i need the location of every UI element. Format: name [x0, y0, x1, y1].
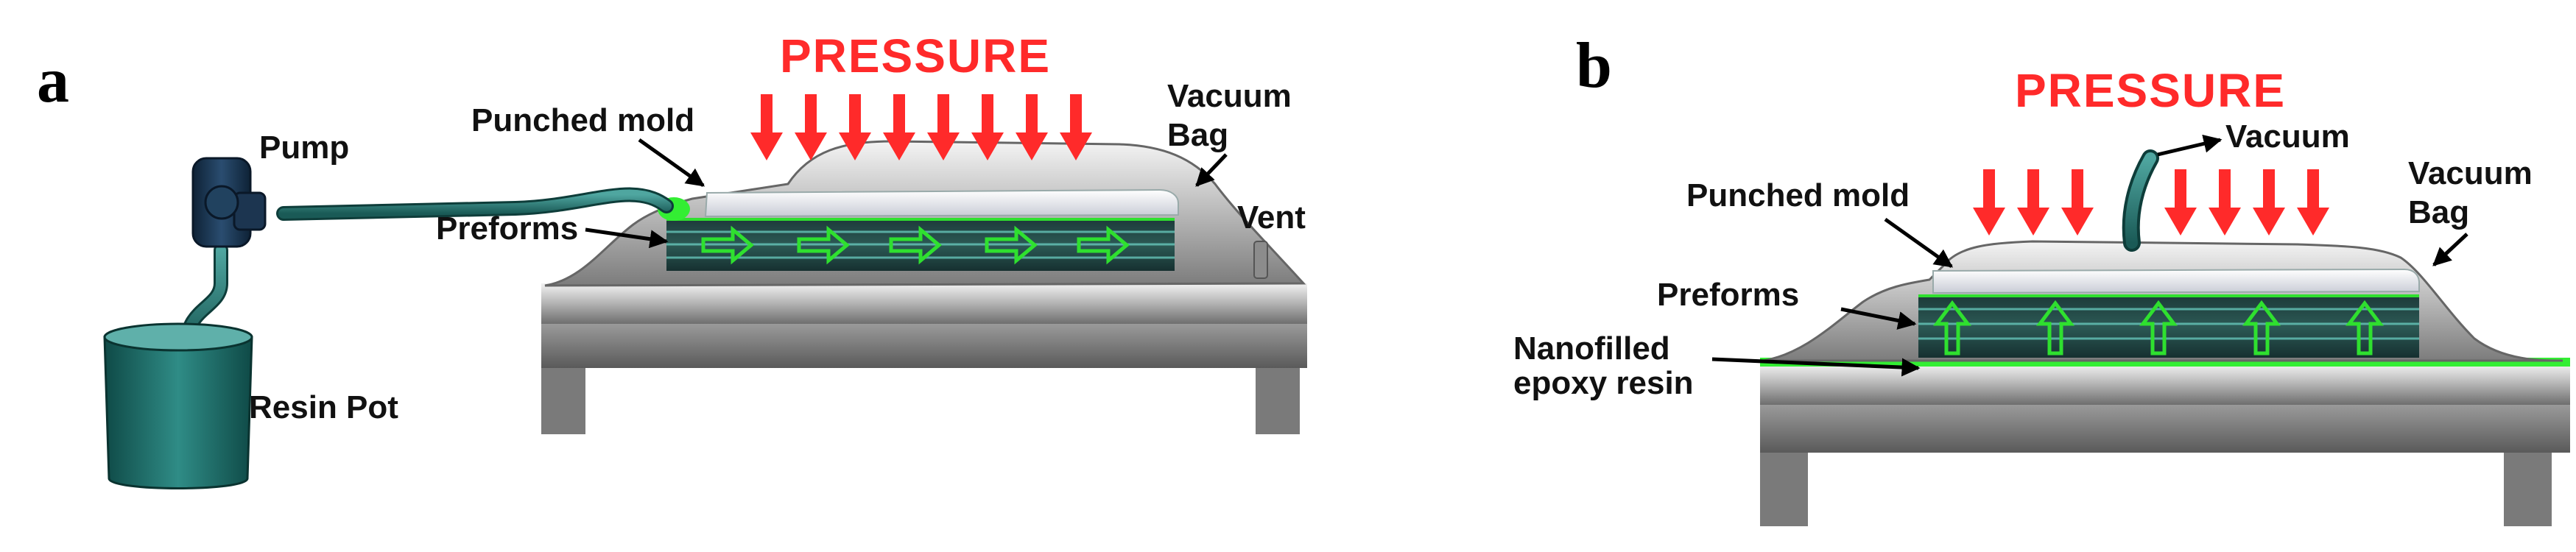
flow-arrow-icon — [889, 225, 942, 265]
panel-a-resin-pot-label: Resin Pot — [249, 389, 398, 425]
resin-pot-icon — [103, 322, 253, 489]
pressure-arrow-icon — [1016, 94, 1048, 160]
panel-b-vacuum-label: Vacuum — [2225, 118, 2350, 155]
flow-arrow-icon — [985, 225, 1038, 265]
panel-b-bench — [1760, 364, 2570, 526]
pressure-arrow-icon — [2209, 169, 2241, 236]
arrow-icon — [1711, 357, 1921, 377]
panel-b-preform-stack — [1918, 296, 2419, 358]
panel-a-bench — [541, 283, 1307, 434]
panel-a-pressure-label: PRESSURE — [780, 29, 1051, 82]
pressure-arrow-icon — [2253, 169, 2285, 236]
panel-b-vacuum-tube — [2125, 152, 2156, 249]
panel-a-vacuum-bag-label-1: Vacuum — [1167, 78, 1292, 114]
arrow-icon — [1195, 153, 1228, 187]
arrow-icon — [638, 138, 705, 188]
flow-arrow-icon — [1933, 300, 1971, 355]
panel-a-letter: a — [37, 45, 69, 116]
panel-b: b — [1513, 30, 2570, 526]
arrow-icon — [1840, 307, 1917, 330]
pressure-arrow-icon — [1973, 169, 2005, 236]
panel-b-vacuum-bag-label-1: Vacuum — [2408, 155, 2533, 191]
panel-b-pressure-label: PRESSURE — [2015, 64, 2286, 117]
panel-a-vacuum-bag-label-2: Bag — [1167, 117, 1228, 153]
panel-a-punched-mold-label: Punched mold — [471, 102, 694, 138]
pressure-arrow-icon — [2297, 169, 2329, 236]
panel-a-resin-tube — [278, 189, 672, 219]
pressure-arrow-icon — [883, 94, 915, 160]
flow-arrow-icon — [701, 225, 754, 265]
pressure-arrow-icon — [971, 94, 1004, 160]
panel-b-punched-mold-label: Punched mold — [1686, 177, 1910, 213]
panel-b-pressure-arrows — [1973, 169, 2329, 236]
pressure-arrow-icon — [2061, 169, 2094, 236]
pressure-arrow-icon — [2164, 169, 2197, 236]
arrow-icon — [2432, 233, 2468, 266]
panel-a-vent-label: Vent — [1237, 199, 1306, 236]
panel-a-pump-label: Pump — [259, 130, 349, 166]
arrow-icon — [1884, 217, 1954, 269]
arrow-icon — [2157, 134, 2223, 157]
panel-b-letter: b — [1576, 30, 1612, 102]
pressure-arrow-icon — [750, 94, 783, 160]
flow-arrow-icon — [2242, 300, 2281, 355]
panel-b-preforms-label: Preforms — [1657, 277, 1799, 313]
panel-b-nanofilled-label-1: Nanofilled — [1513, 330, 1670, 367]
vent-icon — [1253, 241, 1268, 279]
panel-a-flow-arrows — [701, 225, 1130, 265]
flow-arrow-icon — [797, 225, 850, 265]
panel-a-punched-mold — [704, 188, 1179, 218]
pressure-arrow-icon — [2017, 169, 2049, 236]
pressure-arrow-icon — [1060, 94, 1092, 160]
flow-arrow-icon — [2139, 300, 2178, 355]
pressure-arrow-icon — [795, 94, 827, 160]
pressure-arrow-icon — [927, 94, 960, 160]
panel-b-flow-arrows — [1933, 300, 2384, 355]
panel-b-vacuum-bag-label-2: Bag — [2408, 194, 2469, 230]
flow-arrow-icon — [2036, 300, 2074, 355]
panel-a-preforms-label: Preforms — [436, 210, 578, 247]
panel-b-punched-mold — [1932, 268, 2420, 294]
pressure-arrow-icon — [839, 94, 871, 160]
panel-a-pressure-arrows — [750, 94, 1092, 160]
pump-icon — [191, 157, 267, 248]
panel-b-nanofilled-label-2: epoxy resin — [1513, 365, 1694, 401]
flow-arrow-icon — [2346, 300, 2384, 355]
panel-a: a — [37, 29, 1307, 489]
arrow-icon — [585, 227, 669, 249]
flow-arrow-icon — [1077, 225, 1130, 265]
